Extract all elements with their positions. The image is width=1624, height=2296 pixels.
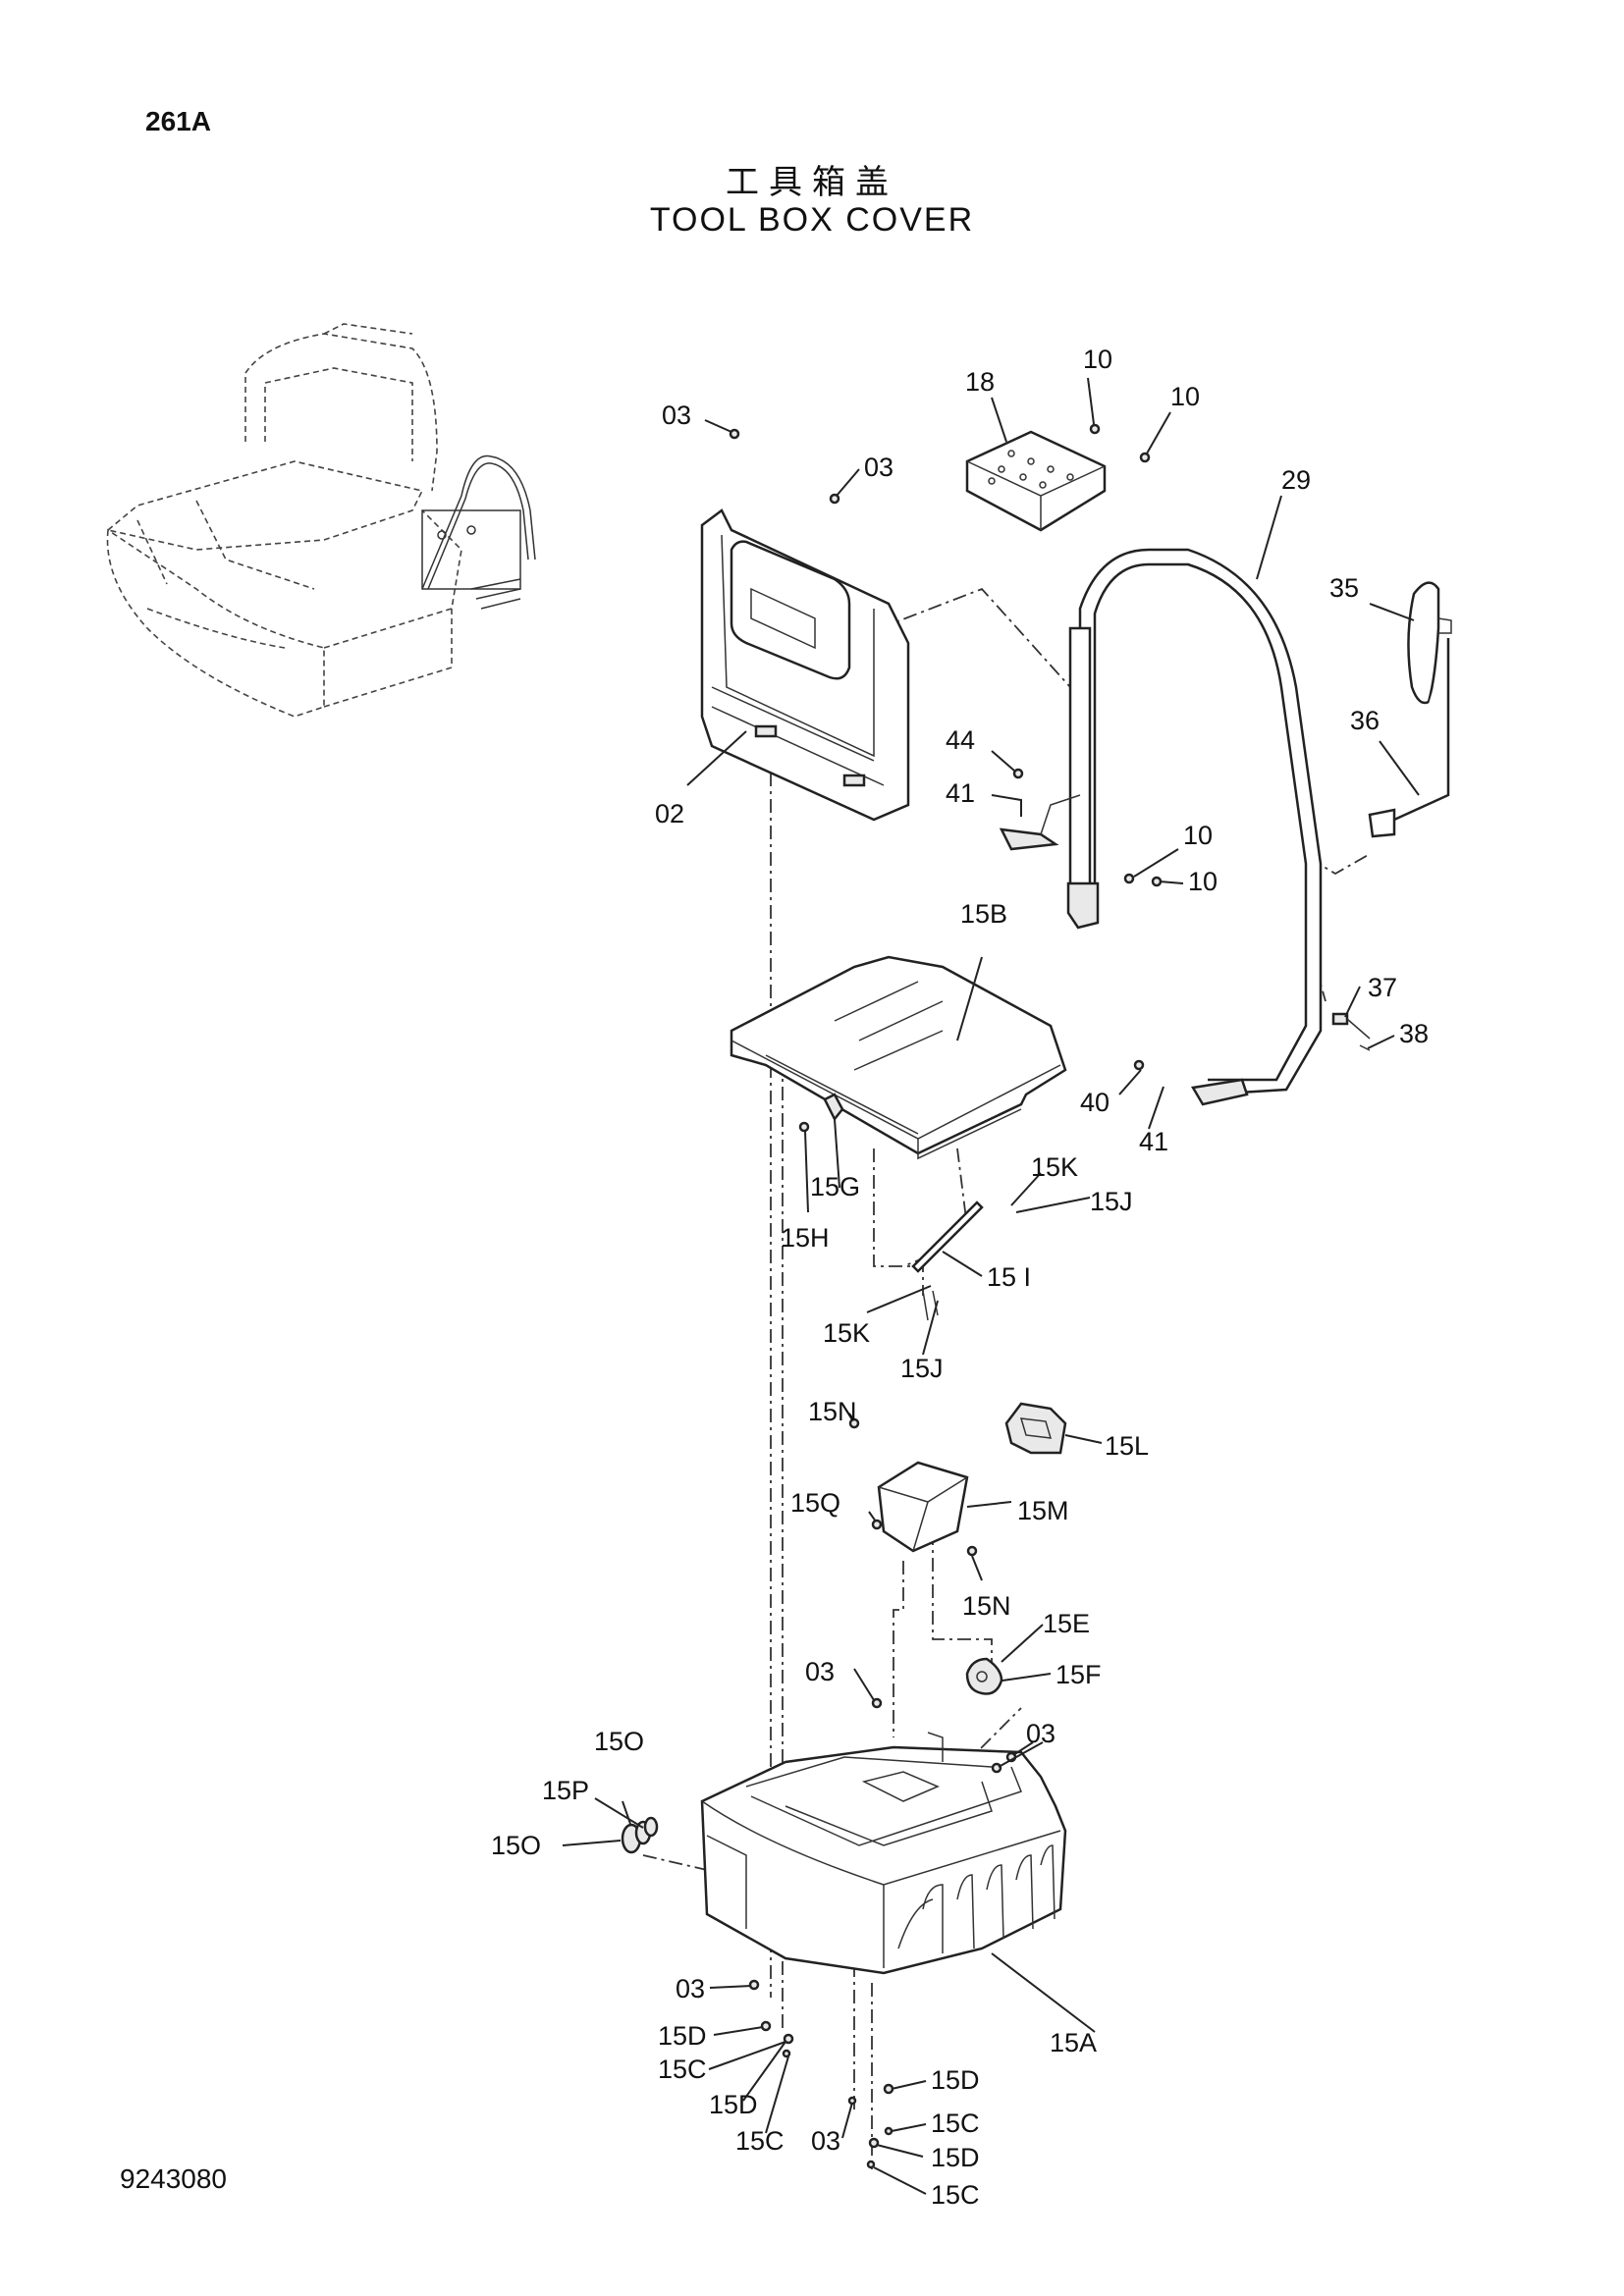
callout-15A: 15A (1050, 2028, 1097, 2057)
callout-10: 10 (1083, 345, 1112, 374)
callout-15O: 15O (594, 1727, 644, 1756)
callout-15C: 15C (735, 2126, 785, 2156)
callout-15O: 15O (491, 1831, 541, 1860)
callout-15J: 15J (1090, 1187, 1133, 1216)
callout-15L: 15L (1105, 1431, 1149, 1461)
hardware-dots (729, 423, 1163, 2169)
callout-15D: 15D (658, 2021, 707, 2051)
callout-10: 10 (1170, 382, 1200, 411)
callout-15D: 15D (931, 2143, 980, 2172)
callout-15H: 15H (781, 1223, 830, 1253)
callout-15K: 15K (1031, 1152, 1078, 1182)
callout-15D: 15D (931, 2065, 980, 2095)
callout-10: 10 (1183, 821, 1213, 850)
callout-15M: 15M (1017, 1496, 1069, 1525)
callout-15C: 15C (931, 2109, 980, 2138)
part-02-panel (700, 508, 910, 822)
callout-15F: 15F (1056, 1660, 1102, 1689)
callout-41: 41 (946, 778, 975, 808)
callout-38: 38 (1399, 1019, 1429, 1048)
callout-15G: 15G (810, 1172, 860, 1201)
part-37-38-bolt (1331, 1012, 1371, 1051)
callout-03: 03 (662, 400, 691, 430)
part-29-handrail (1066, 548, 1323, 1106)
callout-03: 03 (805, 1657, 835, 1686)
title-english: TOOL BOX COVER (649, 201, 975, 239)
callout-15C: 15C (658, 2055, 707, 2084)
callout-15I: 15 I (987, 1262, 1031, 1292)
part-15E-fitting (965, 1657, 1003, 1695)
callout-10: 10 (1188, 867, 1218, 896)
machine-overview-thumbnail (106, 323, 536, 718)
part-35-mirror (1407, 581, 1452, 705)
callout-15D: 15D (709, 2090, 758, 2119)
part-41-bracket-upper (999, 794, 1081, 851)
callout-03: 03 (811, 2126, 840, 2156)
drawing-number: 9243080 (120, 2163, 228, 2194)
part-15B-cover (730, 955, 1067, 1160)
part-15O-15P-grommet (621, 1816, 659, 1854)
callout-41: 41 (1139, 1127, 1168, 1156)
callout-15N: 15N (808, 1397, 857, 1426)
page-code: 261A (145, 106, 211, 136)
callout-37: 37 (1368, 973, 1397, 1002)
part-36-mirror-stay (1368, 638, 1450, 838)
callout-29: 29 (1281, 465, 1311, 495)
callout-02: 02 (655, 799, 684, 828)
callout-15B: 15B (960, 899, 1007, 929)
callout-36: 36 (1350, 706, 1380, 735)
part-15I-strip (911, 1201, 984, 1321)
callout-18: 18 (965, 367, 995, 397)
callout-15P: 15P (542, 1776, 589, 1805)
callout-35: 35 (1329, 573, 1359, 603)
callout-03: 03 (864, 453, 893, 482)
part-18-pad (965, 430, 1107, 532)
callout-03: 03 (1026, 1719, 1056, 1748)
part-15A-toolbox (700, 1732, 1067, 1975)
leader-lines (562, 377, 1420, 2195)
callout-15N: 15N (962, 1591, 1011, 1621)
callout-15J: 15J (900, 1354, 944, 1383)
part-15L-lamp (1004, 1402, 1067, 1455)
callout-15E: 15E (1043, 1609, 1090, 1638)
callout-44: 44 (946, 725, 975, 755)
part-15M-box (877, 1461, 969, 1553)
callout-40: 40 (1080, 1088, 1110, 1117)
callout-labels: 03 03 18 10 10 29 35 36 44 41 02 10 10 1… (491, 345, 1429, 2210)
title-chinese: 工具箱盖 (726, 163, 898, 202)
callout-03: 03 (676, 1974, 705, 2003)
callout-15C: 15C (931, 2180, 980, 2210)
callout-15Q: 15Q (790, 1488, 840, 1518)
callout-15K: 15K (823, 1318, 870, 1348)
